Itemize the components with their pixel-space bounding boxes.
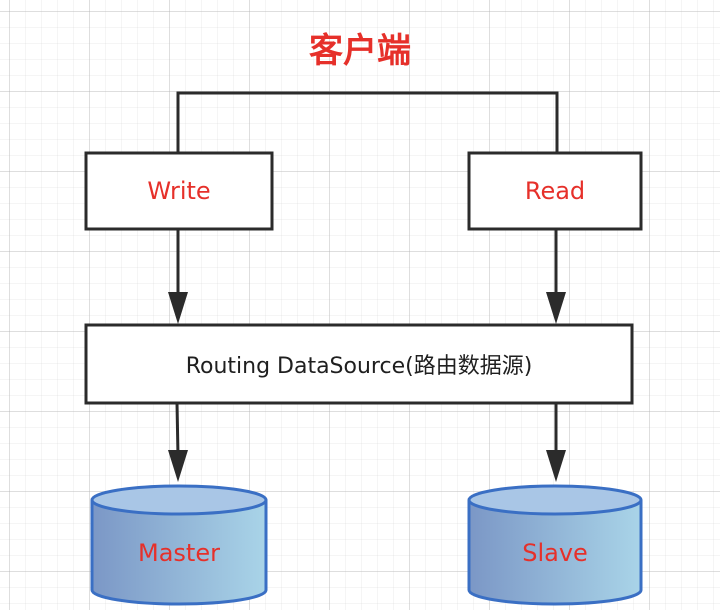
slave-label: Slave [522,539,588,567]
arrow-routing-to-slave [546,403,566,482]
write-box [84,151,274,231]
arrow-read-to-routing [546,229,566,324]
read-label: Read [524,177,586,205]
read-box [467,151,643,231]
slave-database-icon [467,484,643,606]
routing-box [84,323,634,405]
master-database-icon [90,484,268,606]
arrow-write-to-routing [168,229,188,324]
arrow-routing-to-master [168,402,188,482]
client-connector [176,91,559,153]
client-title: 客户端 [309,30,411,71]
write-label: Write [147,177,211,205]
master-label: Master [138,539,220,567]
routing-datasource-label: Routing DataSource(路由数据源) [185,354,533,379]
